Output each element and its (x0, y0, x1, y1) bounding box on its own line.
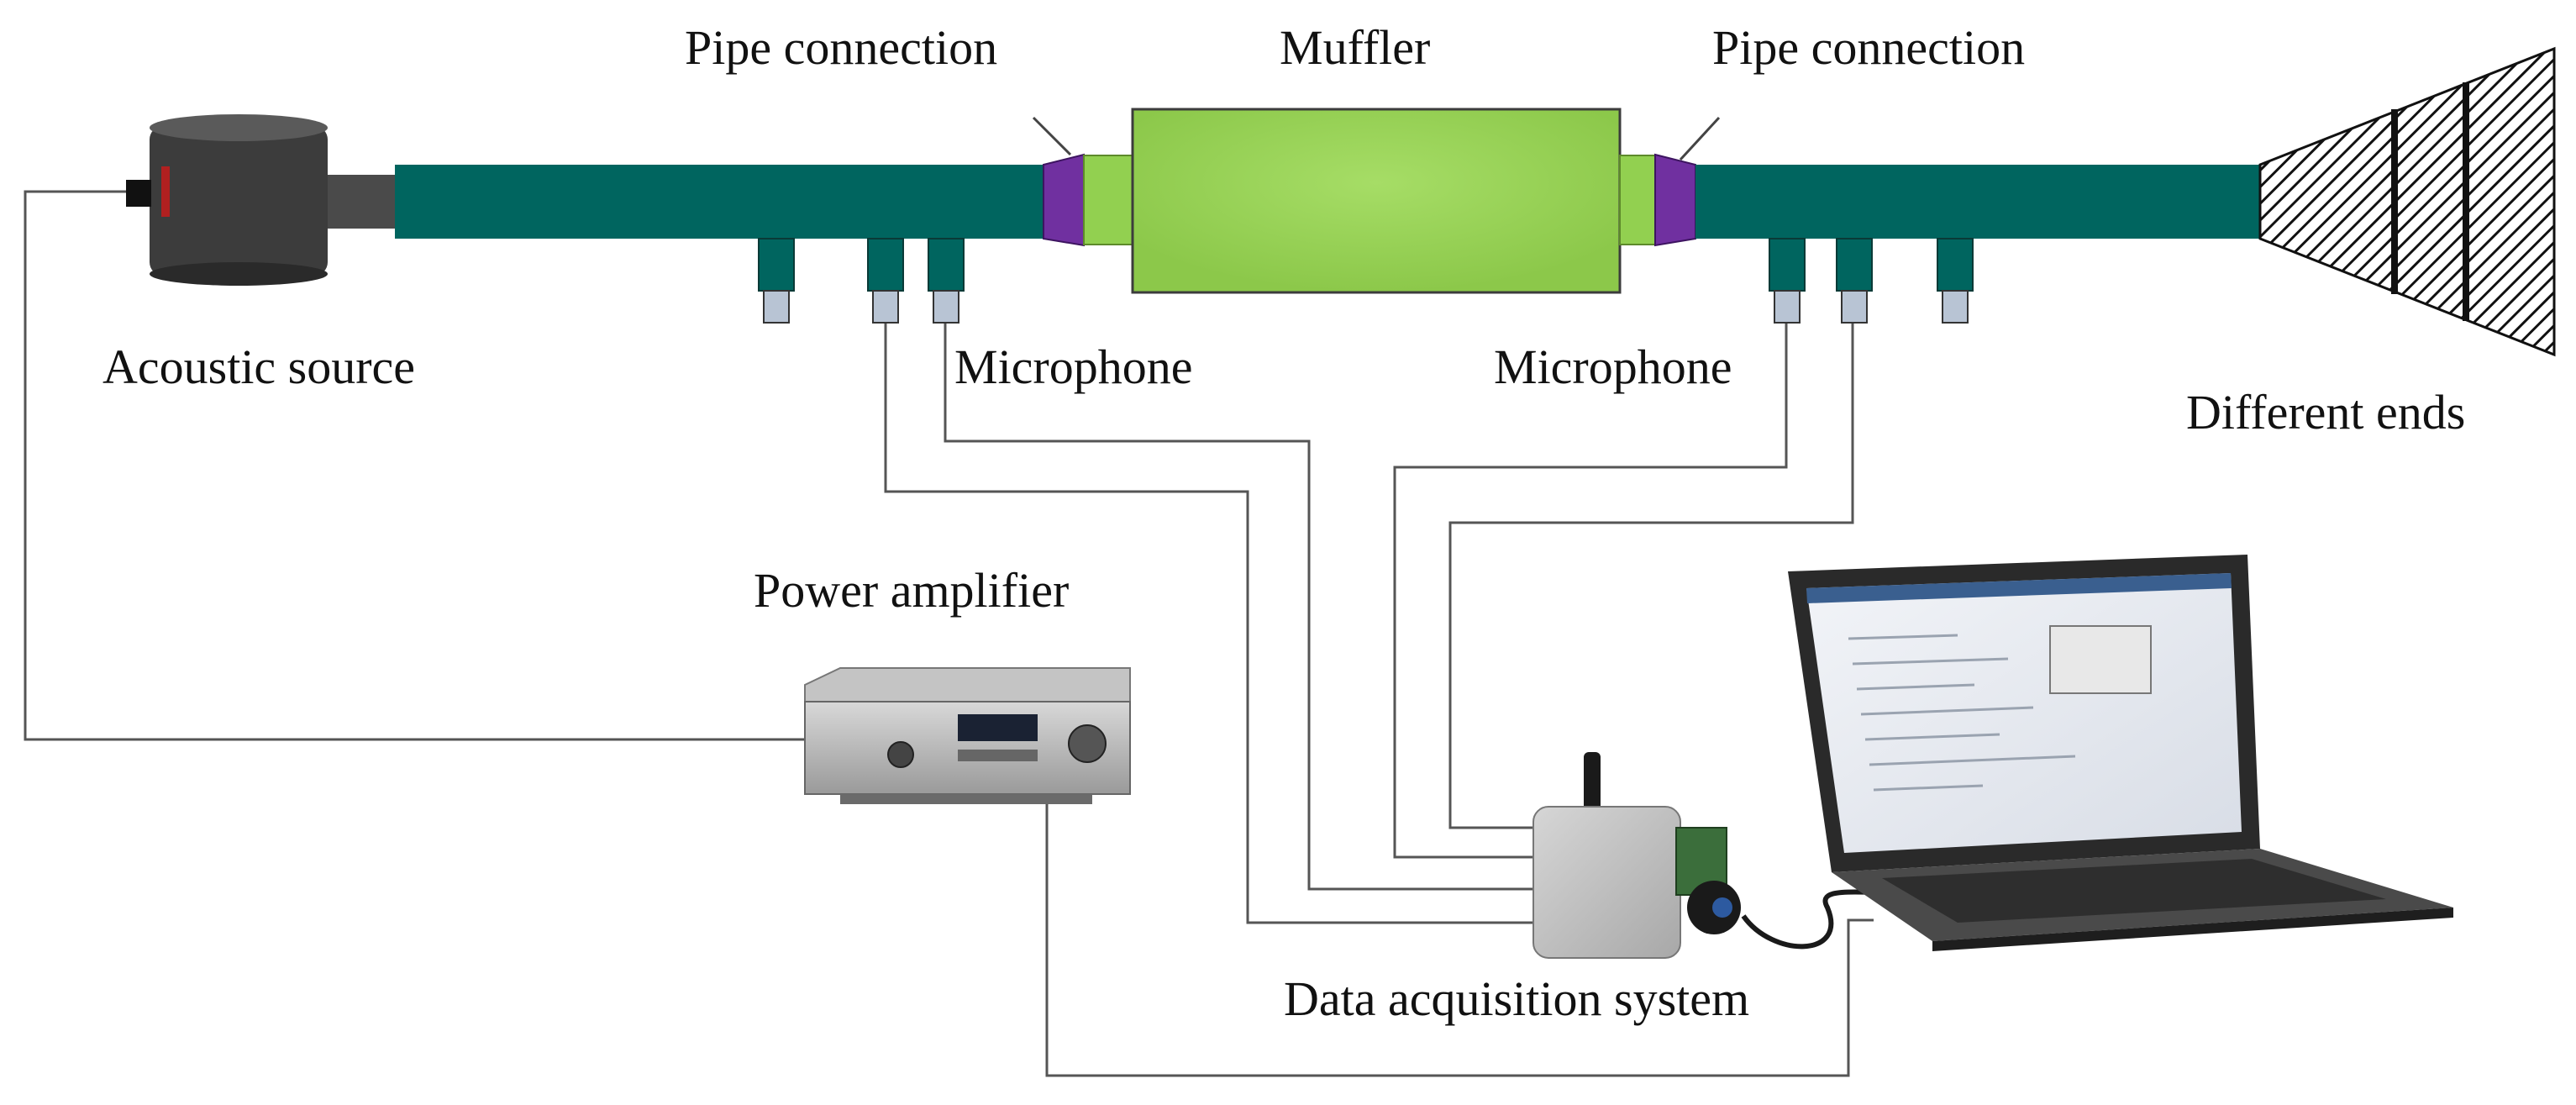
muffler-inlet-stub (1083, 155, 1133, 245)
horn-end-shape (2258, 46, 2556, 357)
horn-end-icon (2258, 46, 2556, 357)
wire-right-mic-1 (1393, 324, 1788, 859)
microphone-r3-body (1937, 238, 1974, 292)
speaker-body (150, 126, 328, 276)
microphone-l2-cap (872, 290, 899, 324)
speaker-icon (126, 114, 328, 286)
microphone-r3-cap (1942, 290, 1969, 324)
microphone-l3-body (928, 238, 965, 292)
wire-right-mic-2 (1448, 324, 1854, 829)
daq-cable-stub (1584, 752, 1601, 811)
pipe-connection-left-pointer (1032, 116, 1072, 156)
amplifier-display (958, 714, 1038, 741)
speaker-plug (126, 180, 151, 207)
wire-left-mic-3 (944, 324, 1533, 891)
pipe-connection-left-coupler (1043, 153, 1085, 247)
source-neck (323, 175, 399, 229)
microphone-l1-cap (763, 290, 790, 324)
daq-main-box (1532, 806, 1681, 959)
label-microphone-left: Microphone (954, 339, 1193, 394)
microphone-r2-cap (1841, 290, 1868, 324)
wire-source-to-amplifier (24, 190, 807, 741)
daq-box-icon (1532, 752, 1874, 959)
microphone-l2-body (867, 238, 904, 292)
microphones-right (1769, 238, 1974, 324)
amplifier-top (804, 667, 1131, 702)
label-acoustic-source: Acoustic source (103, 339, 416, 394)
microphone-l3-cap (933, 290, 959, 324)
wire-amplifier-to-laptop (1045, 786, 1874, 1077)
label-pipe-connection-right: Pipe connection (1712, 20, 2026, 75)
wire-left-mic-2 (884, 324, 1533, 924)
pipe-upstream (395, 165, 1044, 239)
daq-sensor-lens (1712, 897, 1732, 918)
laptop-screen-code (1848, 634, 2076, 792)
label-data-acquisition: Data acquisition system (1284, 971, 1750, 1026)
label-muffler: Muffler (1280, 20, 1431, 75)
microphone-r2-body (1836, 238, 1873, 292)
amplifier-base (840, 794, 1092, 804)
pipe-connection-right-coupler (1654, 153, 1696, 247)
laptop-screen-titlebar (1806, 573, 2232, 603)
microphone-r1-cap (1774, 290, 1801, 324)
laptop-keyboard (1882, 859, 2386, 923)
label-microphone-right: Microphone (1494, 339, 1732, 394)
speaker-logo (161, 166, 170, 217)
laptop-icon (1788, 555, 2453, 951)
signal-wires (24, 190, 1874, 1077)
muffler-outlet-stub (1619, 155, 1656, 245)
speaker-bottom (150, 262, 328, 286)
laptop-screen-dialog (2049, 625, 2152, 694)
microphone-l1-body (758, 238, 795, 292)
label-pipe-connection-left: Pipe connection (685, 20, 998, 75)
amplifier-button-row (958, 750, 1038, 761)
amplifier-knob-right (1068, 724, 1107, 763)
speaker-top (150, 114, 328, 141)
pipe-connection-right-pointer (1679, 116, 1721, 161)
power-amplifier-icon (804, 667, 1131, 804)
microphones-left (758, 238, 965, 324)
label-different-ends: Different ends (2186, 385, 2466, 439)
microphone-r1-body (1769, 238, 1806, 292)
label-power-amplifier: Power amplifier (754, 563, 1070, 618)
daq-usb-cable (1741, 889, 1874, 950)
muffler-body (1131, 108, 1622, 294)
amplifier-knob-left (887, 741, 914, 768)
laptop-front-edge (1932, 908, 2453, 951)
